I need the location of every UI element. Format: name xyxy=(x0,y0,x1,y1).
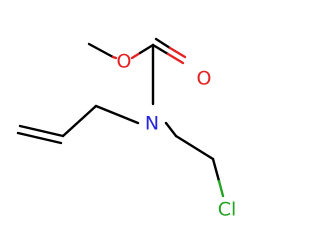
bonds xyxy=(16,37,225,198)
bond-carbonyl-c-o-double-1-o xyxy=(166,52,185,65)
bond-methoxy-o-part xyxy=(111,55,118,60)
bond-carbonyl-c-o-double-1 xyxy=(151,43,170,56)
bond-ethyl-ch2-cl xyxy=(211,157,221,183)
chlorine-label: Cl xyxy=(218,199,237,221)
bond-methyl-methoxy-o xyxy=(87,42,115,59)
bond-ethyl-cl-part xyxy=(217,179,225,198)
bond-allyl-double-1 xyxy=(18,124,65,138)
bond-ethyl-ch2-ch2 xyxy=(174,134,215,161)
bond-carbonyl-c-o-double-2-o xyxy=(168,46,187,59)
bond-allyl-double-2 xyxy=(16,131,63,145)
bond-carbonyl-c-o-double-2 xyxy=(154,37,172,50)
bond-methoxy-o-carbonyl-c xyxy=(138,43,155,55)
bond-methoxy-o-carbonyl-c-o-side xyxy=(130,51,142,60)
bond-nitrogen-allyl-ch2 xyxy=(94,104,140,125)
methoxy-oxygen-label: O xyxy=(117,51,132,73)
atom-labels: O O N Cl xyxy=(117,51,237,221)
bond-allyl-ch2-ch xyxy=(61,104,98,138)
nitrogen-label: N xyxy=(145,113,159,135)
bond-nitrogen-ethyl-ch2 xyxy=(164,121,178,138)
carbonyl-oxygen-label: O xyxy=(197,68,212,90)
chemical-structure-diagram: O O N Cl xyxy=(16,37,237,221)
